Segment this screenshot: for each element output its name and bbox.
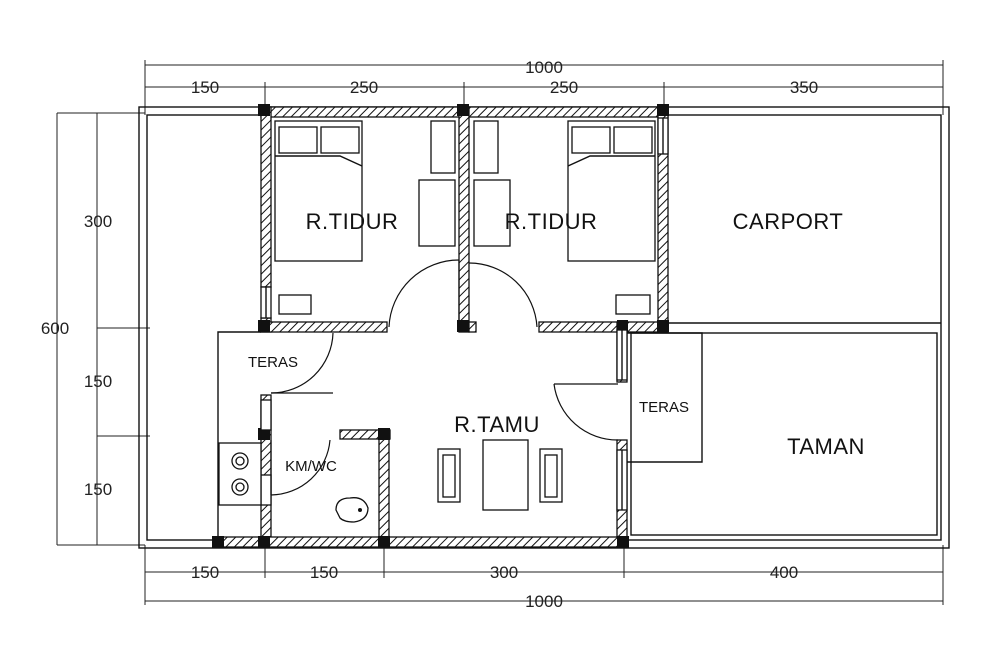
terrace-right-label: TERAS bbox=[639, 399, 689, 416]
living-furniture bbox=[437, 439, 563, 511]
garden-label: TAMAN bbox=[787, 434, 865, 459]
columns bbox=[212, 104, 669, 548]
kitchen-stove bbox=[218, 442, 262, 506]
bottom-total-dimension: 1000 bbox=[525, 592, 563, 611]
room-labels: R.TIDUR R.TIDUR CARPORT TERAS TERAS R.TA… bbox=[248, 209, 865, 475]
left-dimension-1: 300 bbox=[84, 212, 112, 231]
top-total-dimension: 1000 bbox=[525, 58, 563, 77]
left-total-dimension: 600 bbox=[41, 319, 69, 338]
doors bbox=[270, 259, 703, 496]
terrace-left-label: TERAS bbox=[248, 354, 298, 371]
bottom-dimension-2: 150 bbox=[310, 563, 338, 582]
top-dimension-2: 250 bbox=[350, 78, 378, 97]
living-room-label: R.TAMU bbox=[454, 412, 540, 437]
top-dimension-3: 250 bbox=[550, 78, 578, 97]
bedroom-left-label: R.TIDUR bbox=[306, 209, 399, 234]
left-dimension-2: 150 bbox=[84, 372, 112, 391]
bathroom-label: KM/WC bbox=[285, 458, 337, 475]
bottom-dimension-3: 300 bbox=[490, 563, 518, 582]
top-dimension-4: 350 bbox=[790, 78, 818, 97]
bottom-dimensions: 150 150 300 400 1000 bbox=[144, 545, 944, 611]
left-dimensions: 600 300 150 150 bbox=[41, 112, 150, 546]
bottom-dimension-1: 150 bbox=[191, 563, 219, 582]
top-dimension-1: 150 bbox=[191, 78, 219, 97]
nightstands bbox=[278, 294, 651, 315]
wardrobe-right bbox=[473, 120, 511, 247]
left-dimension-3: 150 bbox=[84, 480, 112, 499]
carport-label: CARPORT bbox=[733, 209, 844, 234]
terrace-left-outline bbox=[217, 331, 261, 540]
bottom-dimension-4: 400 bbox=[770, 563, 798, 582]
bed-left bbox=[274, 120, 363, 262]
toilet bbox=[335, 497, 369, 523]
bed-right bbox=[567, 120, 656, 262]
windows bbox=[260, 117, 669, 511]
wardrobe-left bbox=[418, 120, 456, 247]
top-dimensions: 1000 150 250 250 350 bbox=[144, 58, 944, 115]
bedroom-right-label: R.TIDUR bbox=[505, 209, 598, 234]
